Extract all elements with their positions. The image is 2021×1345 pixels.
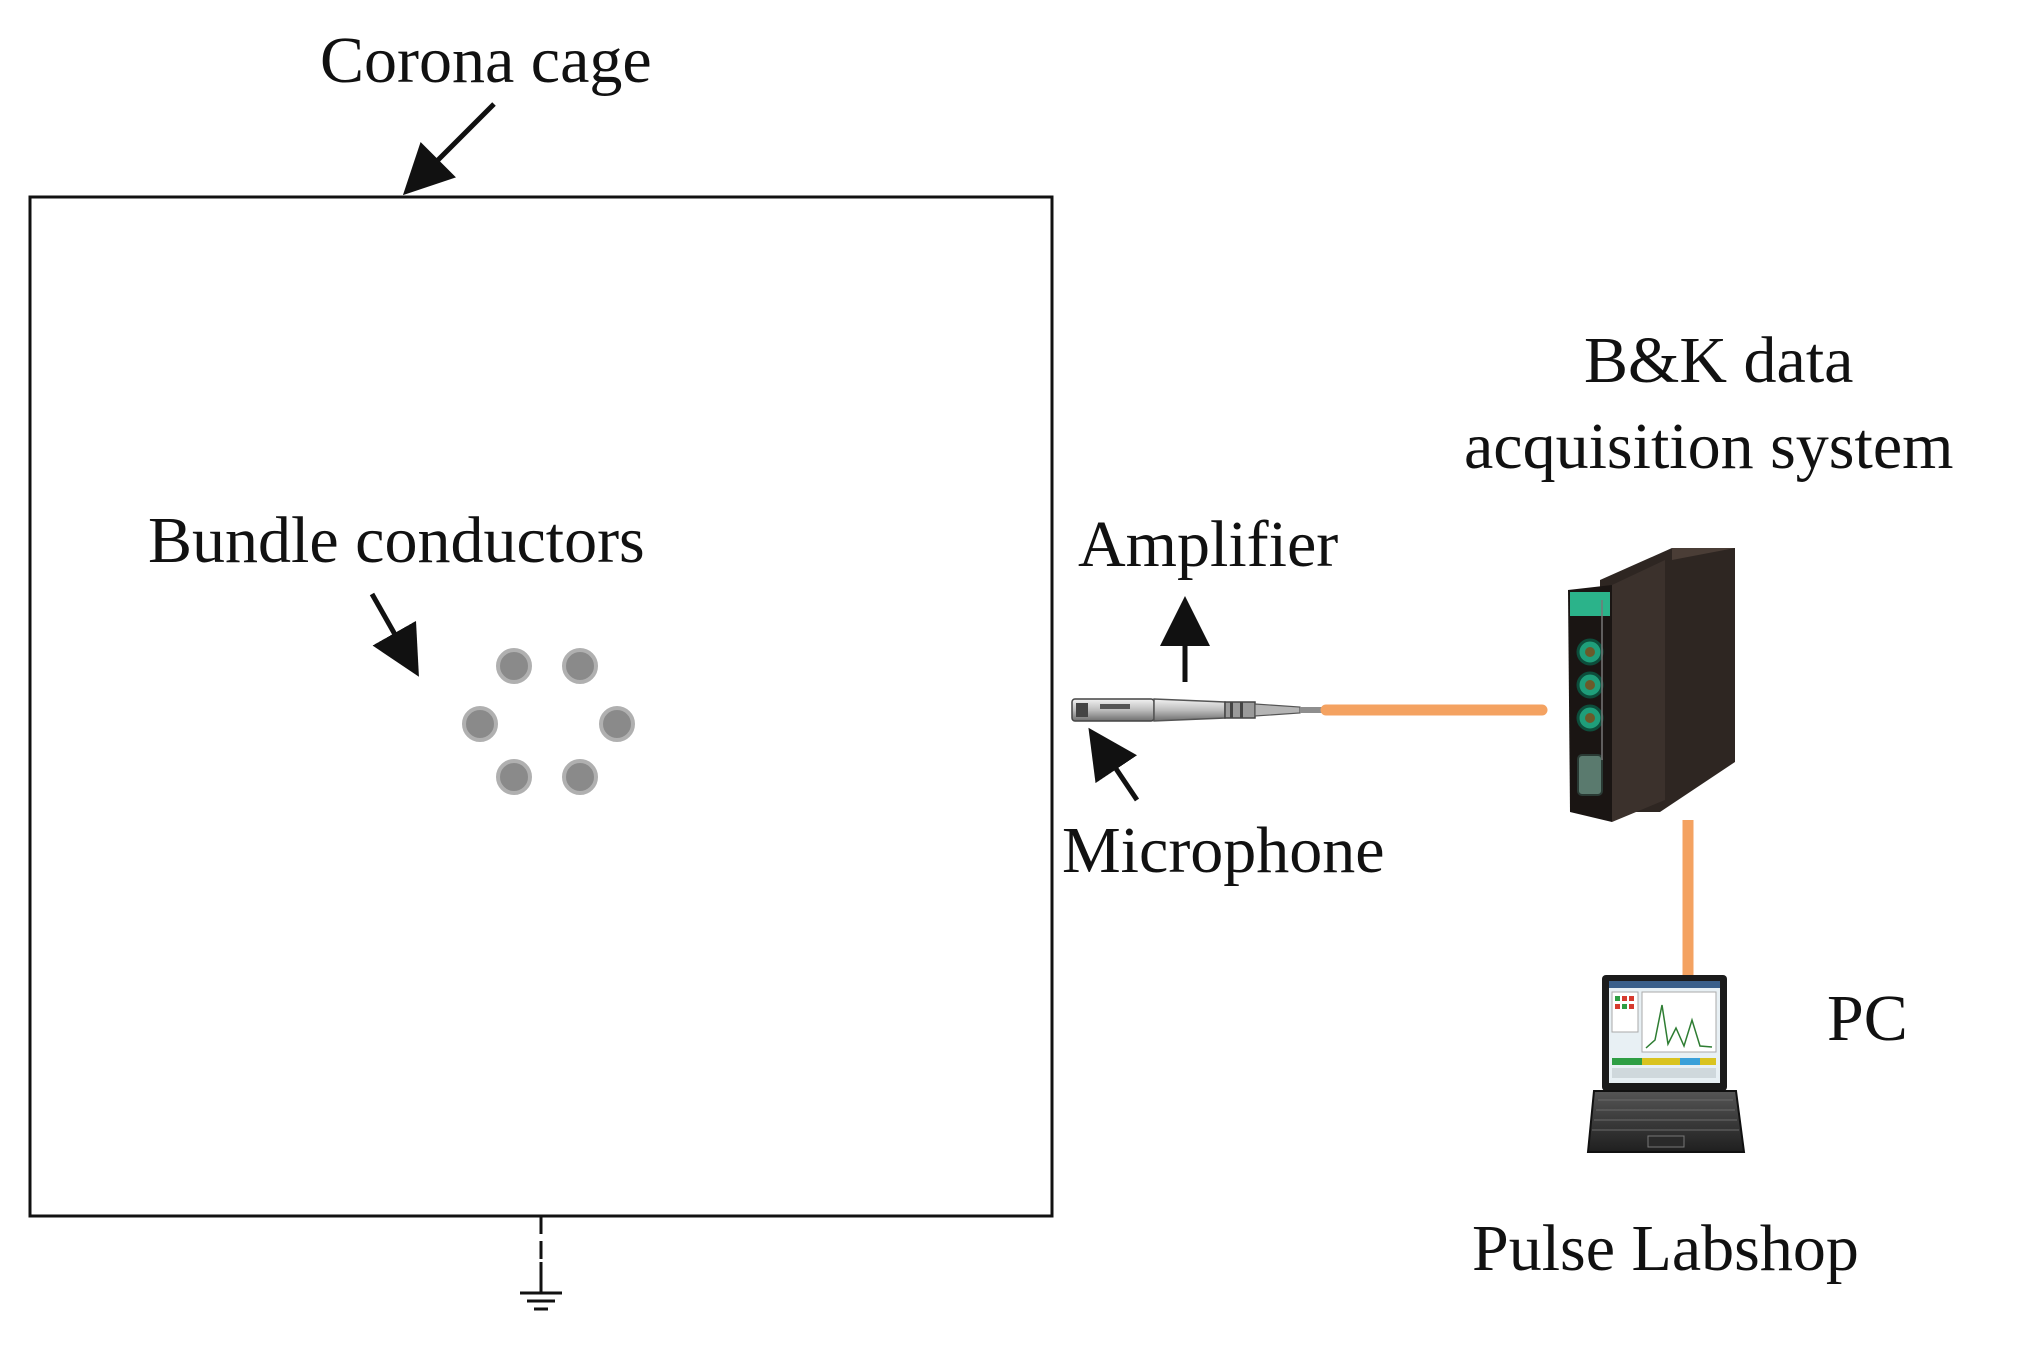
ground-icon	[520, 1216, 562, 1311]
corona-cage-label: Corona cage	[320, 24, 652, 97]
conductor	[462, 706, 498, 742]
microphone-arrow	[1088, 727, 1140, 802]
bk-system-label-line2: acquisition system	[1464, 410, 1953, 483]
laptop-icon	[1586, 975, 1746, 1153]
microphone-icon	[1071, 698, 1326, 722]
pulse-labshop-label: Pulse Labshop	[1472, 1212, 1859, 1285]
conductor	[562, 759, 598, 795]
conductor	[562, 648, 598, 684]
daq-device-icon	[1568, 548, 1735, 822]
pc-label: PC	[1827, 982, 1908, 1055]
conductor	[599, 706, 635, 742]
conductor	[496, 759, 532, 795]
bk-system-label-line1: B&K data	[1584, 324, 1853, 397]
bundle-conductors-arrow	[369, 592, 419, 677]
corona-cage-arrow	[402, 102, 496, 196]
conductor	[496, 648, 532, 684]
bundle-conductors	[462, 648, 635, 795]
microphone-label: Microphone	[1062, 814, 1385, 887]
amplifier-label: Amplifier	[1078, 508, 1338, 581]
bundle-conductors-label: Bundle conductors	[148, 504, 645, 577]
corona-cage-box	[28, 195, 1054, 1218]
